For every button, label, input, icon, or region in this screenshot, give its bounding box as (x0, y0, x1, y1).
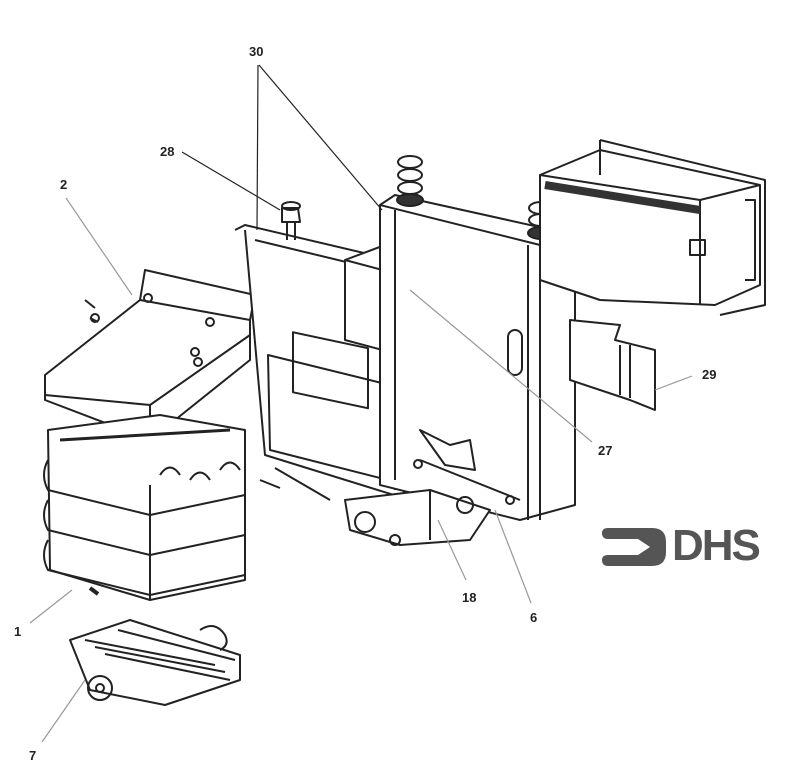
callout-30: 30 (249, 44, 264, 59)
callout-18: 18 (462, 590, 477, 605)
callout-29: 29 (702, 367, 717, 382)
callout-2: 2 (60, 177, 68, 192)
back-frame-part (379, 194, 576, 521)
gas-valve-part (344, 489, 491, 546)
wall-bracket-part (569, 319, 656, 411)
callout-6: 6 (530, 610, 538, 625)
flue-duct-part (539, 139, 766, 316)
logo-text: DHS (672, 521, 761, 570)
callout-7: 7 (29, 748, 37, 763)
callout-27: 27 (598, 443, 613, 458)
heat-exchanger-part (43, 414, 246, 601)
callout-28: 28 (160, 144, 175, 159)
dhs-logo: DHS (600, 522, 780, 572)
burner-part (69, 619, 241, 706)
leader-lines (29, 64, 693, 743)
flue-hood-part (44, 269, 256, 441)
mounting-stud-part (281, 201, 301, 240)
arrow-logo-icon (602, 528, 666, 566)
callout-1: 1 (14, 624, 22, 639)
